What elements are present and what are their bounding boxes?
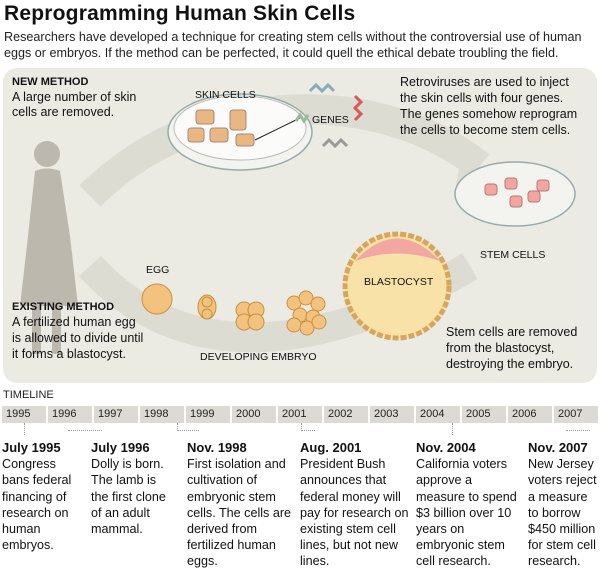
page-title: Reprogramming Human Skin Cells bbox=[4, 2, 356, 25]
existing-method-text-1: A fertilized human egg bbox=[12, 315, 136, 329]
timeline-years: 1995 1996 1997 1998 1999 2000 2001 2002 … bbox=[2, 406, 598, 423]
retro-text-4: the cells to become stem cells. bbox=[400, 123, 570, 137]
removed-text-2: from the blastocyst, bbox=[446, 341, 554, 355]
year-2006: 2006 bbox=[508, 406, 552, 423]
removed-text-3: destroying the embryo. bbox=[446, 357, 573, 371]
tick-1996 bbox=[68, 423, 102, 431]
skin-cells-dish bbox=[167, 93, 313, 171]
blastocyst-label: BLASTOCYST bbox=[364, 276, 434, 288]
event-text: President Bush announces that federal mo… bbox=[300, 457, 409, 569]
year-2004: 2004 bbox=[416, 406, 460, 423]
retro-text-1: Retroviruses are used to inject bbox=[400, 75, 569, 89]
event-text: First isolation and cultivation of embry… bbox=[187, 457, 292, 569]
existing-method-heading: EXISTING METHOD bbox=[12, 301, 114, 313]
year-1996: 1996 bbox=[48, 406, 92, 423]
stem-cells-dish bbox=[454, 161, 576, 227]
event-text: Dolly is born. The lamb is the first clo… bbox=[91, 457, 166, 537]
removed-text-1: Stem cells are removed bbox=[446, 325, 577, 339]
new-method-text-2: cells are removed. bbox=[12, 105, 114, 119]
retro-text-3: The genes somehow reprogram bbox=[400, 107, 577, 121]
event-date: Aug. 2001 bbox=[300, 440, 362, 455]
diagram: NEW METHOD A large number of skin cells … bbox=[3, 68, 597, 383]
year-1995: 1995 bbox=[2, 406, 46, 423]
developing-embryo-label: DEVELOPING EMBRYO bbox=[200, 351, 317, 363]
year-1999: 1999 bbox=[186, 406, 230, 423]
event-text: Congress bans federal financing of resea… bbox=[2, 457, 72, 553]
new-method-heading: NEW METHOD bbox=[12, 76, 88, 88]
genes-label: GENES bbox=[312, 114, 349, 126]
timeline-label: TIMELINE bbox=[3, 389, 54, 401]
event-date: Nov. 2007 bbox=[528, 440, 588, 455]
tick-2007 bbox=[566, 423, 590, 431]
new-method-text-1: A large number of skin bbox=[12, 90, 136, 104]
tick-2001 bbox=[301, 423, 315, 431]
event-date: July 1996 bbox=[91, 440, 150, 455]
event-date: July 1995 bbox=[2, 440, 61, 455]
year-1998: 1998 bbox=[140, 406, 184, 423]
human-silhouette-icon bbox=[20, 141, 78, 354]
blastocyst bbox=[342, 231, 452, 341]
stem-cells-label: STEM CELLS bbox=[480, 249, 545, 261]
egg-label: EGG bbox=[146, 264, 169, 276]
existing-method-text-3: it forms a blastocyst. bbox=[12, 347, 126, 361]
existing-method-text-2: is allowed to divide until bbox=[12, 331, 143, 345]
event-text: New Jersey voters reject a measure to bo… bbox=[528, 457, 597, 569]
tick-1995 bbox=[24, 423, 25, 435]
year-2005: 2005 bbox=[462, 406, 506, 423]
year-2000: 2000 bbox=[232, 406, 276, 423]
year-2001: 2001 bbox=[278, 406, 322, 423]
year-1997: 1997 bbox=[94, 406, 138, 423]
year-2002: 2002 bbox=[324, 406, 368, 423]
tick-1998 bbox=[177, 423, 199, 431]
egg bbox=[141, 283, 173, 315]
retro-text-2: the skin cells with four genes. bbox=[400, 91, 563, 105]
year-2003: 2003 bbox=[370, 406, 414, 423]
skin-cells-label: SKIN CELLS bbox=[195, 89, 256, 101]
genes-icon bbox=[294, 82, 364, 149]
embryo-stages bbox=[141, 283, 327, 336]
tick-2004 bbox=[452, 423, 453, 435]
event-date: Nov. 2004 bbox=[416, 440, 476, 455]
subtitle: Researchers have developed a technique f… bbox=[4, 30, 582, 60]
year-2007: 2007 bbox=[554, 406, 598, 423]
event-date: Nov. 1998 bbox=[187, 440, 247, 455]
event-text: California voters approve a measure to s… bbox=[416, 457, 517, 569]
